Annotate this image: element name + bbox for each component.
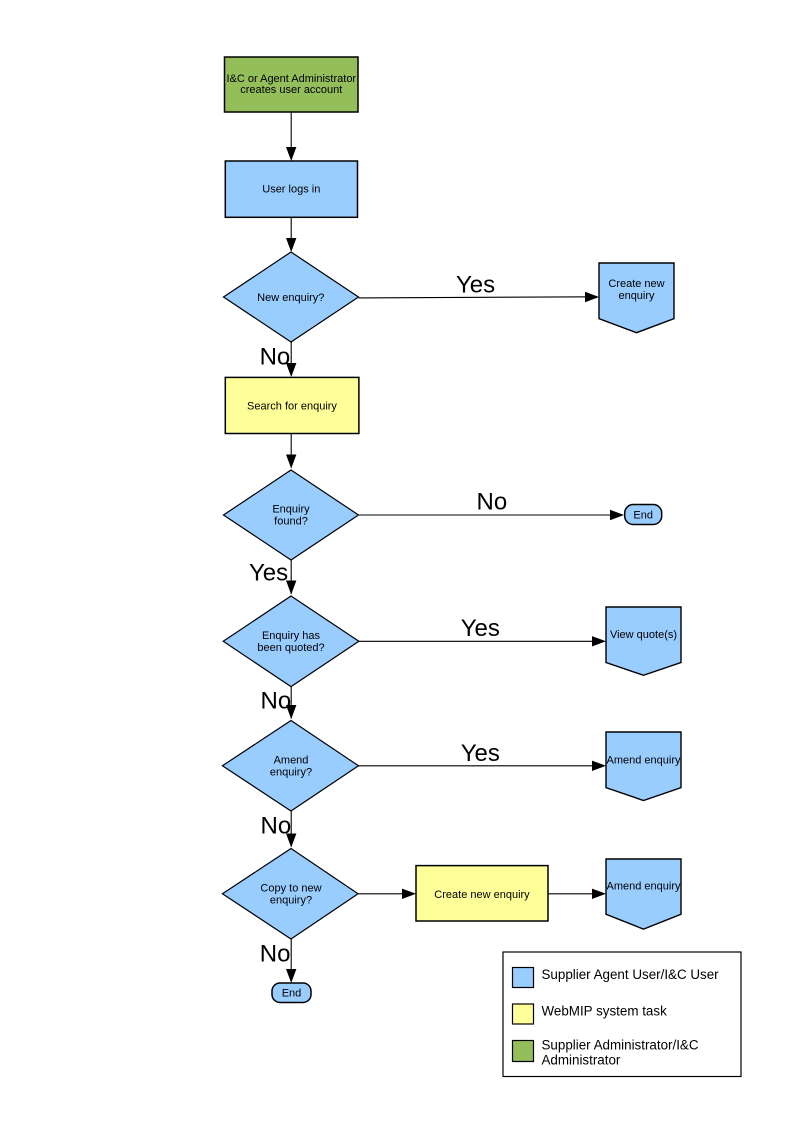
svg-text:Yes: Yes: [249, 560, 288, 587]
svg-text:No: No: [260, 344, 291, 371]
svg-text:Amend: Amend: [274, 754, 309, 766]
svg-text:enquiry: enquiry: [618, 290, 655, 302]
svg-text:No: No: [260, 941, 291, 968]
svg-text:Supplier Agent User/I&C User: Supplier Agent User/I&C User: [542, 967, 720, 982]
svg-text:Copy to new: Copy to new: [260, 882, 321, 894]
svg-text:WebMIP system task: WebMIP system task: [542, 1003, 668, 1018]
svg-text:No: No: [261, 813, 292, 840]
svg-text:been quoted?: been quoted?: [257, 642, 324, 654]
svg-text:Supplier Administrator/I&C: Supplier Administrator/I&C: [542, 1038, 699, 1053]
svg-text:End: End: [633, 510, 653, 522]
svg-text:creates user account: creates user account: [240, 84, 342, 96]
svg-text:Amend enquiry: Amend enquiry: [607, 881, 681, 893]
svg-text:Amend enquiry: Amend enquiry: [607, 755, 681, 767]
svg-text:enquiry?: enquiry?: [270, 894, 312, 906]
svg-text:Create new: Create new: [608, 278, 664, 290]
svg-text:I&C or Agent Administrator: I&C or Agent Administrator: [226, 73, 356, 85]
svg-text:No: No: [477, 488, 508, 515]
svg-text:No: No: [261, 688, 292, 715]
svg-text:Create new enquiry: Create new enquiry: [434, 889, 530, 901]
svg-text:Enquiry: Enquiry: [272, 504, 310, 516]
svg-text:New enquiry?: New enquiry?: [257, 292, 324, 304]
svg-text:Search for enquiry: Search for enquiry: [247, 401, 337, 413]
svg-text:Yes: Yes: [456, 271, 495, 298]
svg-text:View quote(s): View quote(s): [610, 629, 677, 641]
svg-text:Enquiry has: Enquiry has: [262, 630, 321, 642]
svg-text:Yes: Yes: [461, 615, 500, 642]
svg-text:Yes: Yes: [461, 740, 500, 767]
svg-text:User logs in: User logs in: [262, 183, 320, 195]
svg-text:found?: found?: [274, 516, 308, 528]
svg-text:Administrator: Administrator: [542, 1052, 621, 1067]
svg-text:End: End: [282, 987, 302, 999]
svg-text:enquiry?: enquiry?: [270, 766, 312, 778]
